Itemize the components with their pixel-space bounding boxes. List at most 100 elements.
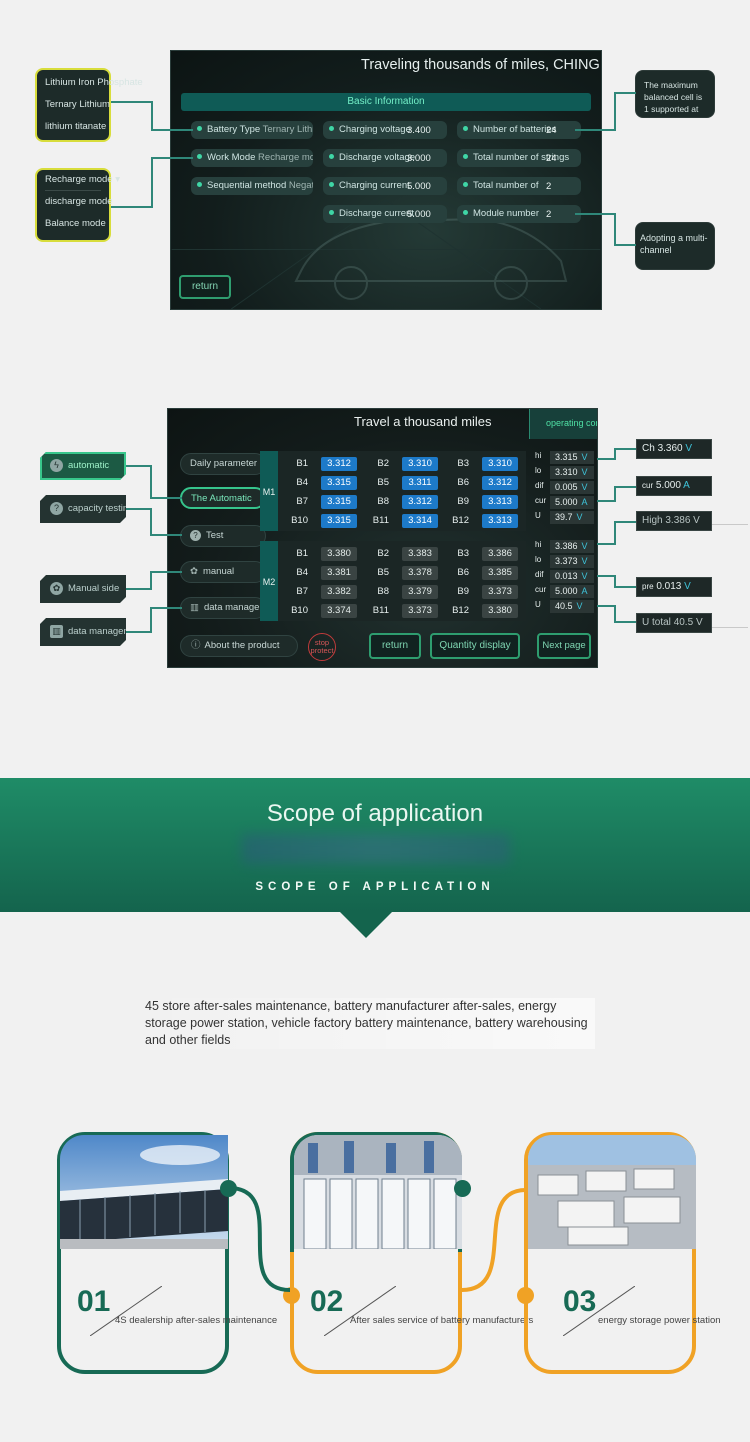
cell-label: B9 [457, 496, 469, 507]
connector-line [614, 448, 616, 460]
bolt-icon: ϟ [50, 459, 63, 472]
tab-operating-condition[interactable]: operating condition information [529, 409, 597, 439]
cell-label: B12 [452, 515, 469, 526]
cell-label: B8 [377, 586, 389, 597]
option-discharge-mode[interactable]: discharge mode [45, 196, 113, 207]
return-button[interactable]: return [179, 275, 231, 299]
battery-type-field[interactable]: Battery Type Ternary Lithium [191, 121, 313, 139]
module-number-field[interactable]: Module number [457, 205, 581, 223]
charging-current-value: 5.000 [407, 181, 431, 192]
cell-label: B5 [377, 477, 389, 488]
cell-label: B11 [372, 605, 389, 616]
divider [712, 627, 748, 628]
m2-label: M2 [262, 577, 276, 587]
connector-line [614, 521, 616, 545]
card-number: 02 [310, 1285, 344, 1318]
summary-label: cur [535, 496, 547, 505]
stop-protect-indicator[interactable]: stop protect [308, 633, 336, 661]
card-dot [454, 1180, 471, 1197]
section-title: Scope of application [266, 800, 484, 827]
connector-line [597, 543, 615, 545]
connector-line [150, 534, 182, 536]
help-icon: ? [190, 530, 201, 541]
card-dot [220, 1180, 237, 1197]
cell-voltage: 3.373 [402, 604, 438, 618]
cell-label: B4 [296, 567, 308, 578]
info-icon: ⓘ [191, 640, 201, 651]
cell-label: B2 [377, 458, 389, 469]
divider [712, 524, 748, 525]
option-balance-mode[interactable]: Balance mode [45, 218, 106, 229]
work-mode-field[interactable]: Work Mode Recharge mode [191, 149, 313, 167]
menu-automatic[interactable]: The Automatic [180, 487, 266, 509]
battery-type-dropdown[interactable]: Lithium Iron Phosphate Ternary Lithium l… [35, 68, 143, 142]
connector-line [597, 575, 615, 577]
cell-label: B7 [296, 586, 308, 597]
card-connectors [228, 1186, 527, 1292]
cell-label: B1 [296, 548, 308, 559]
option-lithium-iron-phosphate[interactable]: Lithium Iron Phosphate [45, 77, 143, 88]
connector-line [150, 465, 152, 499]
readout-pressure-diff: pre 0.013 V [636, 577, 712, 597]
slash-decoration [562, 1285, 636, 1337]
charging-current-field[interactable]: Charging current [323, 177, 447, 195]
summary-label: U [535, 511, 541, 520]
tab-manual-side[interactable]: ✿Manual side [40, 575, 126, 603]
cell-label: B11 [372, 515, 389, 526]
cell-voltage: 3.312 [321, 457, 357, 471]
menu-data-management[interactable]: ▥data management [180, 597, 281, 619]
cell-voltage: 3.312 [402, 495, 438, 509]
connector-line [614, 92, 636, 94]
connector-line [614, 92, 616, 131]
connector-line [614, 244, 636, 246]
connector-line [126, 508, 152, 510]
option-lithium-titanate[interactable]: lithium titanate [45, 121, 107, 132]
connector-line [614, 586, 636, 588]
total-number-field[interactable]: Total number of [457, 177, 581, 195]
cell-voltage: 3.311 [402, 476, 438, 490]
cell-voltage: 3.315 [321, 495, 357, 509]
menu-test[interactable]: ?Test [180, 525, 266, 547]
connector-line [597, 458, 615, 460]
connector-line [575, 129, 615, 131]
connector-line [150, 607, 182, 609]
scope-description: 45 store after-sales maintenance, batter… [145, 998, 595, 1049]
summary-label: lo [535, 555, 542, 564]
total-number-value: 2 [546, 181, 552, 192]
quantity-display-button[interactable]: Quantity display [430, 633, 520, 659]
cell-voltage: 3.313 [482, 514, 518, 528]
section-subtitle: SCOPE OF APPLICATION [255, 881, 495, 893]
discharge-current-field[interactable]: Discharge current [323, 205, 447, 223]
cell-voltage: 3.314 [402, 514, 438, 528]
tab-capacity-testing[interactable]: ?capacity testing [40, 495, 126, 523]
cell-voltage: 3.310 [402, 457, 438, 471]
energy-storage-image [528, 1135, 696, 1249]
banner-arrow [340, 912, 392, 938]
cell-voltage: 3.380 [321, 547, 357, 561]
card-caption: 4S dealership after-sales maintenance [115, 1315, 278, 1326]
connector-line [151, 129, 193, 131]
menu-manual[interactable]: ✿manual [180, 561, 266, 583]
connector-line [150, 508, 152, 536]
cell-voltage: 3.312 [482, 476, 518, 490]
mode-selected[interactable]: Recharge mode ▾ [45, 170, 120, 191]
total-strings-field[interactable]: Total number of strings [457, 149, 581, 167]
menu-daily-parameter[interactable]: Daily parameter setting [180, 453, 288, 475]
option-ternary-lithium[interactable]: Ternary Lithium [45, 99, 110, 110]
cell-label: B10 [291, 605, 308, 616]
tab-data-management[interactable]: ▥data management [40, 618, 126, 646]
charging-voltage-field[interactable]: Charging voltage [323, 121, 447, 139]
mode-dropdown[interactable]: Recharge mode ▾ discharge mode Balance m… [35, 168, 120, 242]
next-page-button[interactable]: Next page [537, 633, 591, 659]
sequential-method-field[interactable]: Sequential method Negative ... [191, 177, 313, 195]
summary-label: lo [535, 466, 542, 475]
return-button[interactable]: return [369, 633, 421, 659]
summary-label: hi [535, 451, 542, 460]
energy-storage-illustration [528, 1135, 696, 1249]
number-of-batteries-field[interactable]: Number of batteries [457, 121, 581, 139]
discharge-voltage-field[interactable]: Discharge voltage [323, 149, 447, 167]
card-number: 03 [563, 1285, 597, 1318]
